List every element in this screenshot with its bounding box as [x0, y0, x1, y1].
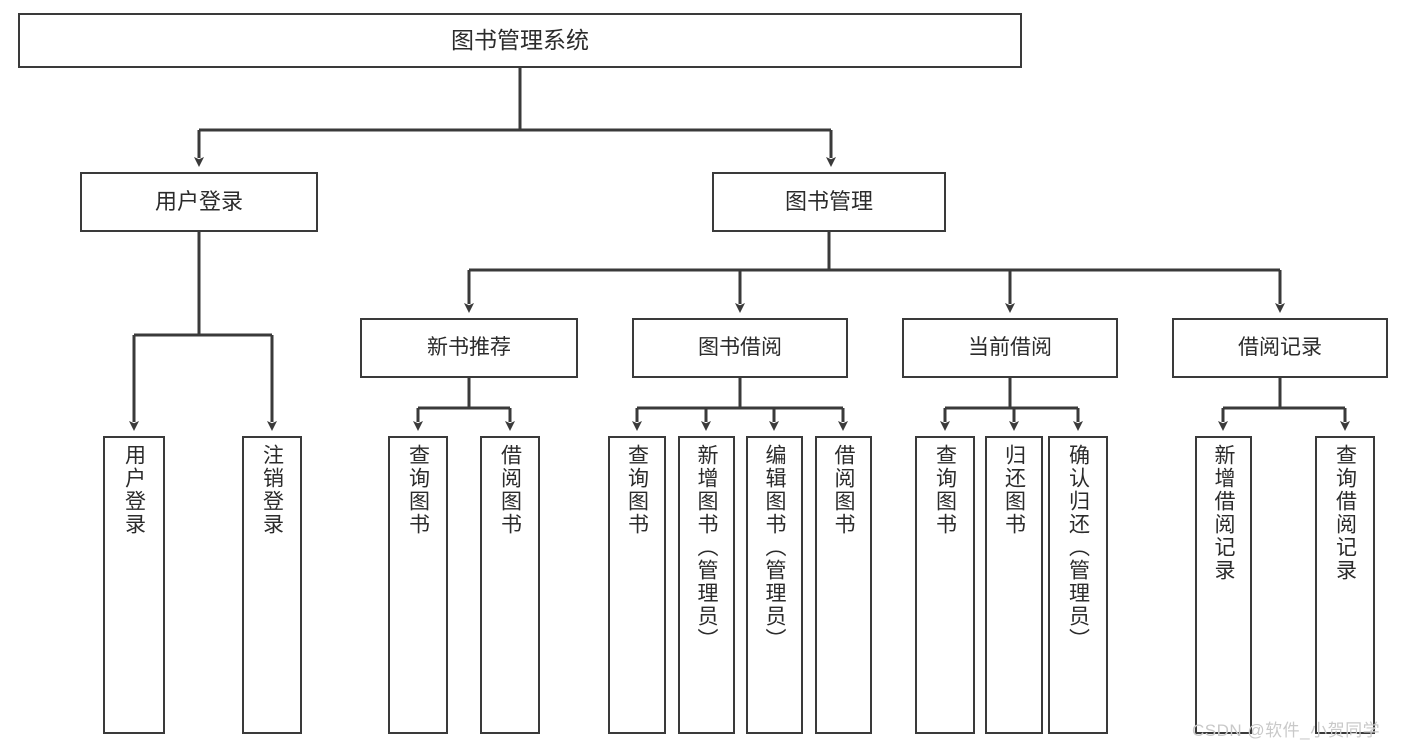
node-leaf-borrow-book-1-label: 借阅图书 [498, 444, 522, 536]
node-book-manage[interactable]: 图书管理 [712, 172, 946, 232]
node-leaf-return-book-label: 归还图书 [1002, 444, 1026, 536]
node-leaf-user-login[interactable]: 用户登录 [103, 436, 165, 734]
node-leaf-add-book-label: 新增图书（管理员） [695, 444, 718, 651]
node-leaf-query-book-2[interactable]: 查询图书 [608, 436, 666, 734]
node-current-borrow[interactable]: 当前借阅 [902, 318, 1118, 378]
node-leaf-borrow-book-1[interactable]: 借阅图书 [480, 436, 540, 734]
node-book-borrow-label: 图书借阅 [698, 335, 782, 359]
node-book-borrow[interactable]: 图书借阅 [632, 318, 848, 378]
node-leaf-query-record[interactable]: 查询借阅记录 [1315, 436, 1375, 734]
node-current-borrow-label: 当前借阅 [968, 335, 1052, 359]
node-root-label: 图书管理系统 [451, 26, 589, 53]
node-leaf-user-login-label: 用户登录 [122, 444, 146, 536]
node-new-book-recommend-label: 新书推荐 [427, 335, 511, 359]
node-leaf-query-book-3-label: 查询图书 [933, 444, 957, 536]
node-leaf-confirm-return-label: 确认归还（管理员） [1066, 444, 1090, 651]
node-leaf-borrow-book-2[interactable]: 借阅图书 [815, 436, 872, 734]
node-leaf-confirm-return[interactable]: 确认归还（管理员） [1048, 436, 1108, 734]
node-leaf-return-book[interactable]: 归还图书 [985, 436, 1043, 734]
node-leaf-edit-book-label: 编辑图书（管理员） [763, 444, 786, 651]
node-user-login[interactable]: 用户登录 [80, 172, 318, 232]
node-borrow-record[interactable]: 借阅记录 [1172, 318, 1388, 378]
csdn-watermark: CSDN @软件_小贺同学 [1192, 721, 1381, 740]
node-book-manage-label: 图书管理 [784, 189, 873, 215]
node-borrow-record-label: 借阅记录 [1238, 335, 1322, 359]
node-root[interactable]: 图书管理系统 [18, 13, 1022, 68]
node-leaf-add-record[interactable]: 新增借阅记录 [1195, 436, 1252, 734]
node-leaf-borrow-book-2-label: 借阅图书 [832, 444, 855, 536]
node-leaf-add-record-label: 新增借阅记录 [1212, 444, 1235, 582]
node-leaf-edit-book[interactable]: 编辑图书（管理员） [746, 436, 803, 734]
node-leaf-query-book-1-label: 查询图书 [406, 444, 430, 536]
node-leaf-query-record-label: 查询借阅记录 [1333, 444, 1357, 582]
node-leaf-user-logout-label: 注销登录 [260, 444, 284, 536]
node-leaf-query-book-2-label: 查询图书 [625, 444, 649, 536]
node-leaf-add-book[interactable]: 新增图书（管理员） [678, 436, 735, 734]
node-leaf-query-book-1[interactable]: 查询图书 [388, 436, 448, 734]
node-leaf-user-logout[interactable]: 注销登录 [242, 436, 302, 734]
node-leaf-query-book-3[interactable]: 查询图书 [915, 436, 975, 734]
node-new-book-recommend[interactable]: 新书推荐 [360, 318, 578, 378]
node-user-login-label: 用户登录 [154, 189, 243, 215]
